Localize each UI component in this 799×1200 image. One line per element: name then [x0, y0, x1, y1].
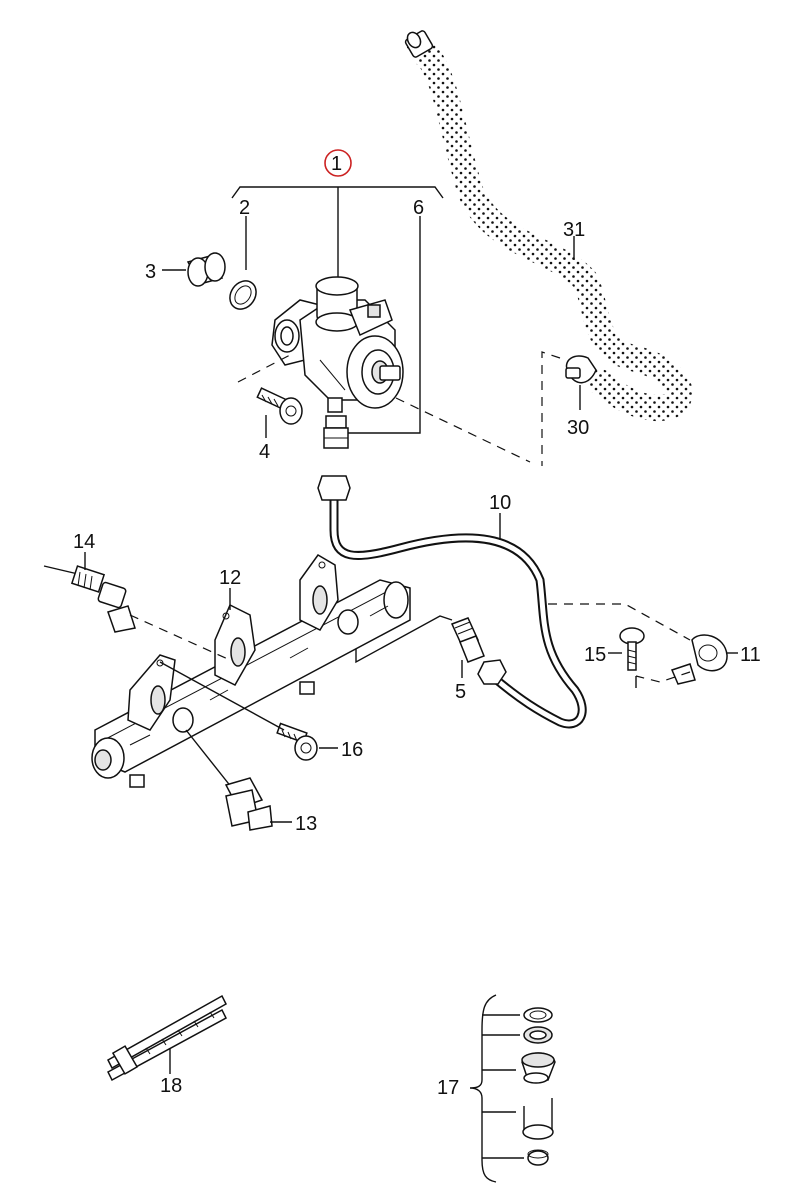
hose-clamp[interactable] — [565, 355, 597, 384]
rail-sensor[interactable] — [185, 729, 273, 831]
callout-2[interactable]: 2 — [239, 197, 250, 219]
union-fitting[interactable] — [323, 415, 349, 449]
repair-kit[interactable] — [469, 994, 556, 1183]
callout-3[interactable]: 3 — [145, 261, 156, 283]
cable-tie[interactable] — [107, 994, 227, 1082]
line-clip[interactable] — [670, 634, 728, 685]
callout-17[interactable]: 17 — [437, 1077, 459, 1099]
callout-4[interactable]: 4 — [259, 441, 270, 463]
callout-12[interactable]: 12 — [219, 567, 241, 589]
callout-16[interactable]: 16 — [341, 739, 363, 761]
fuel-rail[interactable] — [91, 554, 411, 788]
callout-11[interactable]: 11 — [740, 644, 761, 666]
callout-5[interactable]: 5 — [455, 681, 466, 703]
callout-13[interactable]: 13 — [295, 813, 317, 835]
pressure-sensor[interactable] — [43, 565, 136, 633]
callout-30[interactable]: 30 — [567, 417, 589, 439]
callout-6[interactable]: 6 — [413, 197, 424, 219]
clip-screw[interactable] — [619, 627, 645, 671]
high-pressure-line[interactable] — [317, 475, 587, 729]
callout-1[interactable]: 1 — [331, 153, 342, 175]
callout-14[interactable]: 14 — [73, 531, 95, 553]
sleeve[interactable] — [186, 252, 226, 287]
high-pressure-pump[interactable] — [271, 276, 404, 413]
highlight-ring — [324, 149, 352, 177]
callout-10[interactable]: 10 — [489, 492, 511, 514]
callout-31[interactable]: 31 — [563, 219, 585, 241]
pump-bolt[interactable] — [256, 387, 303, 425]
rail-union[interactable] — [450, 617, 485, 663]
callout-15[interactable]: 15 — [584, 644, 606, 666]
group-bracket-top — [231, 186, 444, 434]
fuel-hose[interactable] — [404, 30, 693, 421]
rail-bolt[interactable] — [276, 722, 318, 761]
o-ring[interactable] — [225, 276, 262, 314]
callout-18[interactable]: 18 — [160, 1075, 182, 1097]
